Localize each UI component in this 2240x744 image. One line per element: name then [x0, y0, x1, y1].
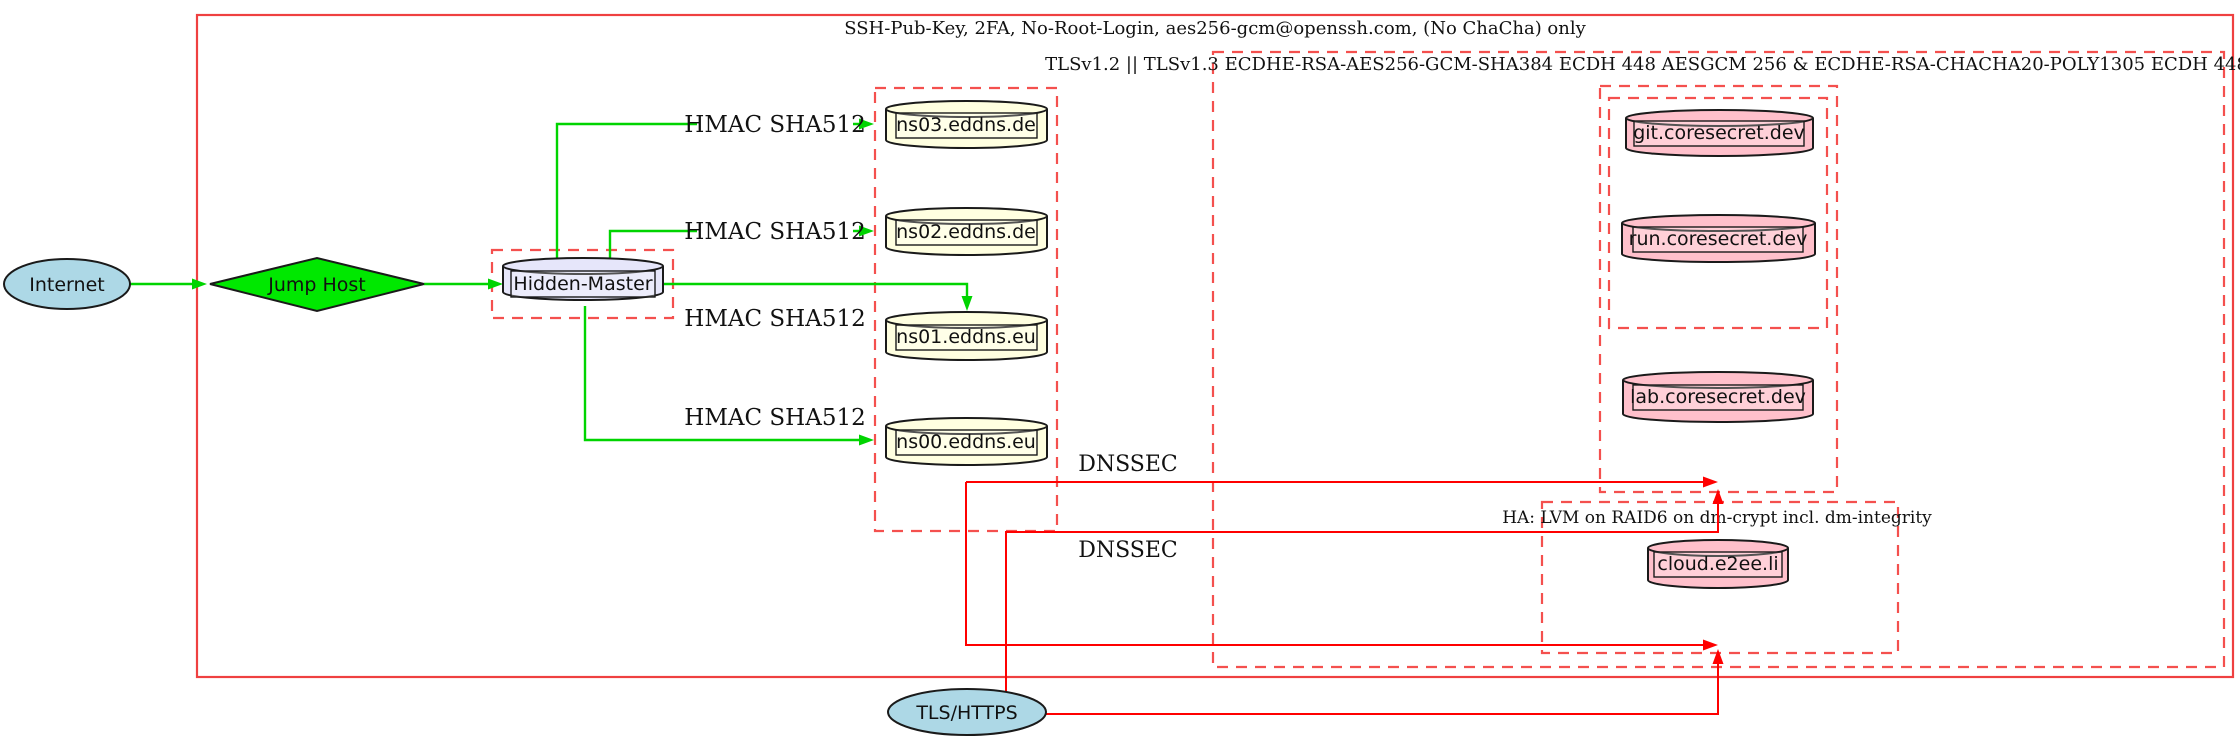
edge-label-hmac-ns02: HMAC SHA512 — [684, 219, 865, 245]
node-lab-coresecret-label: lab.coresecret.dev — [1630, 386, 1806, 408]
edge-label-hmac-ns03: HMAC SHA512 — [684, 112, 865, 138]
edge-hiddenmaster-ns01 — [664, 282, 969, 296]
edge-tls-ha — [1045, 664, 1719, 715]
edge-jumphost-hiddenmaster-arrowhead — [488, 278, 503, 290]
node-ns01: ns01.eddns.eu — [885, 311, 1048, 361]
node-run-coresecret-label: run.coresecret.dev — [1629, 228, 1808, 250]
node-git-coresecret-label: git.coresecret.dev — [1633, 122, 1805, 144]
node-ns02: ns02.eddns.de — [885, 207, 1048, 256]
node-internet-label: Internet — [29, 274, 104, 296]
hmac-label-2-backing — [697, 219, 853, 243]
node-internet: Internet — [3, 258, 131, 310]
node-ns00-label: ns00.eddns.eu — [896, 431, 1036, 453]
node-hidden-master-label: Hidden-Master — [513, 273, 652, 295]
edge-hiddenmaster-ns01-arrowhead — [961, 296, 973, 311]
node-cloud-e2ee: cloud.e2ee.li — [1647, 539, 1789, 589]
node-hidden-master: Hidden-Master — [502, 257, 664, 301]
node-cloud-e2ee-label: cloud.e2ee.li — [1657, 553, 1778, 575]
node-git-coresecret: git.coresecret.dev — [1625, 109, 1814, 157]
edge-internet-jumphost-arrowhead — [192, 278, 207, 290]
edge-label-hmac-ns01: HMAC SHA512 — [684, 306, 865, 332]
node-lab-coresecret: lab.coresecret.dev — [1622, 371, 1814, 423]
edge-dnssec-ha — [965, 482, 1703, 646]
cluster-tls-label: TLSv1.2 || TLSv1.3 ECDHE-RSA-AES256-GCM-… — [1045, 54, 2240, 75]
node-run-coresecret: run.coresecret.dev — [1621, 214, 1816, 263]
cluster-ssh-boundary — [195, 13, 2235, 679]
node-tls-https-label: TLS/HTTPS — [915, 702, 1017, 724]
edge-tls-coresecret — [1005, 504, 1719, 693]
edge-tls-ha-arrowhead — [1712, 649, 1724, 664]
node-ns03: ns03.eddns.de — [885, 100, 1048, 149]
edge-hiddenmaster-ns00-arrowhead — [859, 434, 874, 446]
node-jump-host: Jump Host — [209, 256, 425, 313]
edge-hiddenmaster-ns03-arrowhead — [859, 118, 874, 130]
node-jump-host-label: Jump Host — [267, 274, 366, 296]
cluster-coresecret-inner-boundary — [1607, 96, 1829, 330]
node-ns02-label: ns02.eddns.de — [896, 221, 1036, 243]
node-ns01-label: ns01.eddns.eu — [896, 326, 1036, 348]
edge-hiddenmaster-ns02-arrowhead — [859, 225, 874, 237]
cluster-ssh-label: SSH-Pub-Key, 2FA, No-Root-Login, aes256-… — [844, 18, 1586, 39]
cluster-eddns-boundary — [873, 86, 1059, 533]
edge-tls-coresecret-arrowhead — [1712, 489, 1724, 504]
hmac-label-1-backing — [697, 112, 853, 136]
edge-dnssec-ha-arrowhead — [1703, 639, 1718, 651]
node-tls-https: TLS/HTTPS — [887, 688, 1047, 736]
node-ns03-label: ns03.eddns.de — [896, 114, 1036, 136]
edge-label-hmac-ns00: HMAC SHA512 — [684, 405, 865, 431]
edge-label-dnssec-1: DNSSEC — [1078, 452, 1178, 477]
node-ns00: ns00.eddns.eu — [885, 417, 1048, 466]
edge-hiddenmaster-ns00 — [583, 306, 859, 442]
edge-label-dnssec-2: DNSSEC — [1078, 538, 1178, 563]
edge-dnssec-coresecret-arrowhead — [1703, 476, 1718, 488]
